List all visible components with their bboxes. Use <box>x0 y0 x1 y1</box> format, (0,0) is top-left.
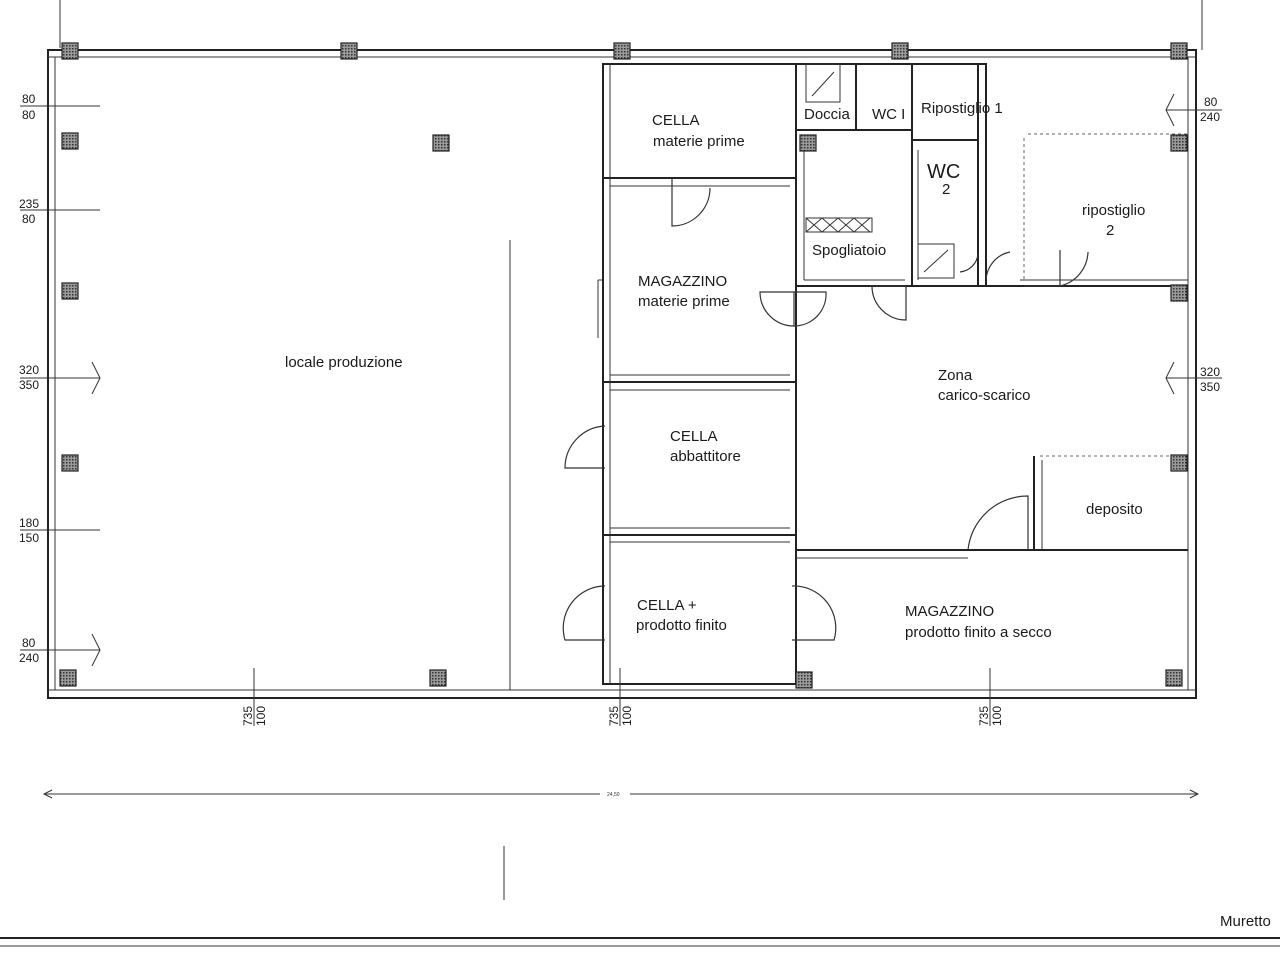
dim-bottom-1-a: 735 <box>241 706 255 726</box>
label-carico-scarico: carico-scarico <box>938 387 1031 404</box>
label-magazzino-pf-sub: prodotto finito a secco <box>905 624 1052 641</box>
pillars <box>59 42 1188 689</box>
doors <box>562 178 1089 641</box>
dim-bottom-3-b: 100 <box>990 706 1004 726</box>
dim-right-1-bottom: 240 <box>1200 110 1220 124</box>
dim-left-4-top: 180 <box>19 516 39 530</box>
dim-bottom-1-b: 100 <box>254 706 268 726</box>
label-cella-mp-sub: materie prime <box>653 133 745 150</box>
label-ripostiglio2-number: 2 <box>1106 222 1114 239</box>
dim-bottom-3-a: 735 <box>977 706 991 726</box>
room-labels: locale produzione CELLA materie prime MA… <box>285 100 1271 930</box>
dim-left-5-top: 80 <box>22 636 36 650</box>
dim-right-1-top: 80 <box>1204 95 1218 109</box>
label-wc2-number: 2 <box>942 181 950 198</box>
label-magazzino-mp-sub: materie prime <box>638 293 730 310</box>
label-locale-produzione: locale produzione <box>285 354 403 371</box>
dim-left-3-top: 320 <box>19 363 39 377</box>
dim-left-1-bottom: 80 <box>22 108 36 122</box>
label-cella-pf-title: CELLA + <box>637 597 697 614</box>
dim-left-2-bottom: 80 <box>22 212 36 226</box>
label-zona: Zona <box>938 367 973 384</box>
dim-right-2-bottom: 350 <box>1200 380 1220 394</box>
label-magazzino-mp-title: MAGAZZINO <box>638 273 727 290</box>
label-ripostiglio2: ripostiglio <box>1082 202 1145 219</box>
dim-left-5-bottom: 240 <box>19 651 39 665</box>
label-doccia: Doccia <box>804 106 851 123</box>
label-magazzino-pf-title: MAGAZZINO <box>905 603 994 620</box>
dim-left-1-top: 80 <box>22 92 36 106</box>
dim-left-4-bottom: 150 <box>19 531 39 545</box>
dim-left-3-bottom: 350 <box>19 378 39 392</box>
dimension-lines <box>0 93 1280 947</box>
outer-walls <box>47 0 1203 699</box>
label-deposito: deposito <box>1086 501 1143 518</box>
label-cella-pf-sub: prodotto finito <box>636 617 727 634</box>
dim-left-2-top: 235 <box>19 197 39 211</box>
dimension-labels: 80 80 235 80 320 350 180 150 80 240 80 2… <box>19 92 1220 798</box>
label-wc2: WC <box>927 161 960 183</box>
label-cella-mp-title: CELLA <box>652 112 700 129</box>
dim-overall: 24,50 <box>607 792 620 798</box>
label-wc1: WC I <box>872 106 905 123</box>
label-cella-abb-title: CELLA <box>670 428 718 445</box>
label-cella-abb-sub: abbattitore <box>670 448 741 465</box>
dim-bottom-2-b: 100 <box>620 706 634 726</box>
label-muretto: Muretto <box>1220 913 1271 930</box>
label-ripostiglio1: Ripostiglio 1 <box>921 100 1003 117</box>
label-spogliatoio: Spogliatoio <box>812 242 886 259</box>
interior-walls <box>509 63 1188 690</box>
dim-right-2-top: 320 <box>1200 365 1220 379</box>
dim-bottom-2-a: 735 <box>607 706 621 726</box>
